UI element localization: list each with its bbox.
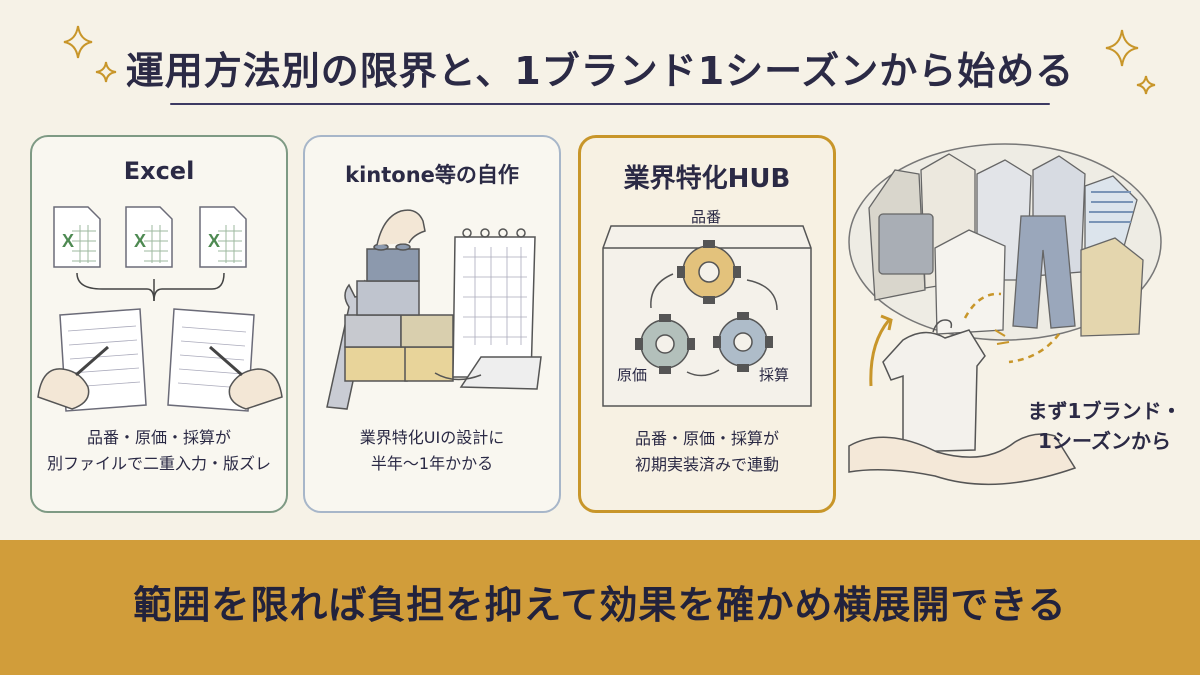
sparkle-icon [63, 25, 117, 83]
bottom-banner: 範囲を限れば負担を抑えて効果を確かめ横展開できる [0, 540, 1200, 675]
start-small-label: まず1ブランド・ 1シーズンから [1027, 399, 1182, 453]
excel-letter: X [134, 231, 146, 251]
card-title: 業界特化HUB [623, 164, 791, 194]
card-description: 品番・原価・採算が 初期実装済みで連動 [634, 429, 779, 474]
clothes-on-hand-icon [848, 143, 1162, 486]
bottom-banner-text: 範囲を限れば負担を抑えて効果を確かめ横展開できる [133, 583, 1067, 627]
excel-file-icon: X X X [37, 206, 283, 412]
hub-label-top: 品番 [691, 208, 722, 226]
hub-label-right: 採算 [759, 366, 790, 384]
gears-icon [602, 225, 812, 407]
card-title: kintone等の自作 [345, 163, 519, 187]
hub-label-left: 原価 [617, 366, 648, 384]
card-excel: Excel X X X 品番・原価・採算が [30, 135, 288, 513]
excel-letter: X [62, 231, 74, 251]
card-industry-hub: 業界特化HUB 品番 原価 [578, 135, 836, 513]
card-description: 品番・原価・採算が 別ファイルで二重入力・版ズレ [46, 428, 271, 473]
sparkle-icon [1105, 29, 1156, 95]
card-kintone: kintone等の自作 業界特化UIの設計に 半年〜1年かかる [303, 135, 561, 513]
excel-letter: X [208, 231, 220, 251]
title-underline [170, 103, 1050, 105]
page-title: 運用方法別の限界と、1ブランド1シーズンから始める [125, 49, 1075, 93]
building-blocks-icon [326, 209, 542, 410]
card-title: Excel [123, 157, 195, 185]
card-description: 業界特化UIの設計に 半年〜1年かかる [359, 428, 505, 473]
